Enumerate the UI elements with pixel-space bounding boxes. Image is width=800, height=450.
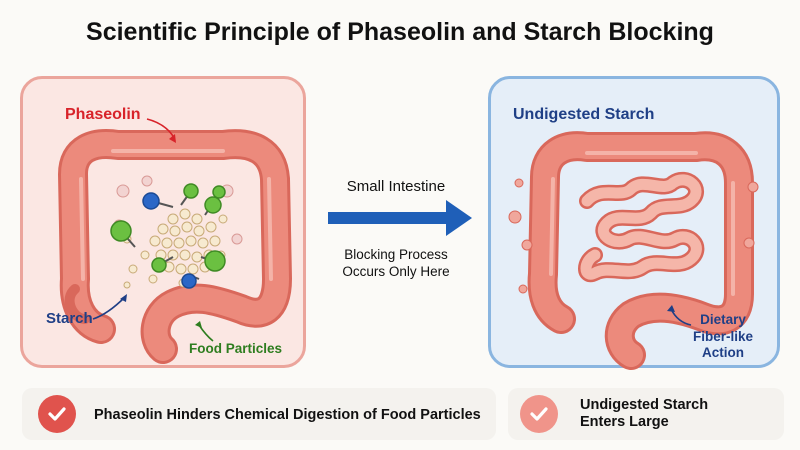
fiber-line-3: Action xyxy=(702,345,744,360)
check-icon xyxy=(38,395,76,433)
blocking-line-2: Occurs Only Here xyxy=(342,264,450,279)
fiber-line-2: Fiber-like xyxy=(692,328,754,344)
check-icon xyxy=(520,395,558,433)
bottom-card-right: Undigested Starch Enters Large xyxy=(508,388,784,440)
bottom-right-line-2: Enters Large xyxy=(580,414,669,430)
bottom-right-line-1: Undigested Starch xyxy=(580,397,709,413)
intestine-undigested-illustration xyxy=(508,131,759,370)
dietary-fiber-label: Dietary Fiber-like Action xyxy=(677,312,769,362)
blocking-line-1: Blocking Process xyxy=(344,247,448,262)
right-intestine-panel: Undigested Starch Dietary Fiber-like Act… xyxy=(488,76,780,370)
bottom-left-text: Phaseolin Hinders Chemical Digestion of … xyxy=(94,407,481,423)
bottom-right-text: Undigested Starch Enters Large xyxy=(580,397,708,431)
food-particles-label: Food Particles xyxy=(189,341,283,356)
undigested-starch-label: Undigested Starch xyxy=(513,106,655,123)
fiber-line-1: Dietary xyxy=(700,312,746,327)
page-title: Scientific Principle of Phaseolin and St… xyxy=(86,18,714,46)
phaseolin-label: Phaseolin xyxy=(65,106,141,123)
right-arrow-icon xyxy=(328,200,472,236)
blocking-process-note: Blocking Process Occurs Only Here xyxy=(316,246,476,280)
intestine-with-particles-illustration xyxy=(58,118,292,364)
bottom-card-left: Phaseolin Hinders Chemical Digestion of … xyxy=(22,388,496,440)
small-intestine-label: Small Intestine xyxy=(346,178,446,195)
left-intestine-panel: Phaseolin Starch Food Particles xyxy=(20,76,306,368)
starch-label: Starch xyxy=(46,310,93,327)
